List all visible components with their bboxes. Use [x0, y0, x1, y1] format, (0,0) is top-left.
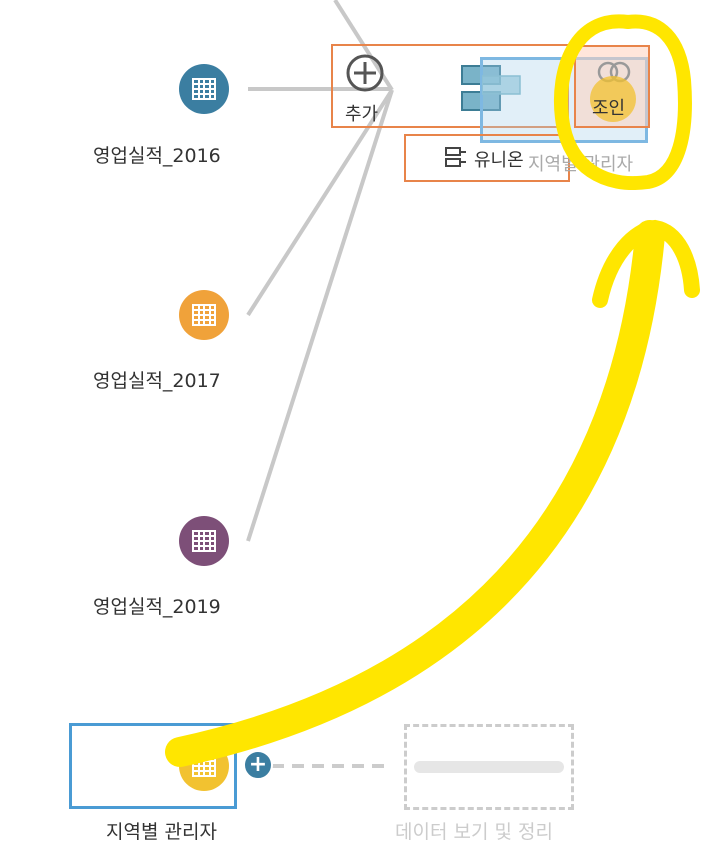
- table-icon: [192, 78, 216, 100]
- union-label: 유니온: [474, 150, 524, 171]
- data-source-node-2016[interactable]: [179, 64, 229, 114]
- data-source-node-2019[interactable]: [179, 516, 229, 566]
- drag-ghost-label: 지역별 관리자: [528, 154, 634, 175]
- plus-icon: +: [248, 752, 268, 777]
- drag-ghost-union-icon: [482, 75, 521, 95]
- table-icon: [192, 755, 216, 777]
- add-circle-icon: [346, 54, 384, 92]
- node-label-2019: 영업실적_2019: [93, 596, 221, 618]
- dragged-node-label: 지역별 관리자: [106, 821, 217, 843]
- add-label: 추가: [345, 104, 379, 125]
- dragged-node-icon: [179, 741, 229, 791]
- table-icon: [192, 304, 216, 326]
- next-step-label: 데이터 보기 및 정리: [395, 821, 553, 843]
- connector-2019: [246, 89, 394, 542]
- data-source-node-2017[interactable]: [179, 290, 229, 340]
- node-label-2016: 영업실적_2016: [93, 145, 221, 167]
- add-step-button[interactable]: +: [243, 750, 273, 780]
- next-step-placeholder-bar: [414, 761, 564, 773]
- union-small-icon: [445, 147, 466, 167]
- join-label: 조인: [592, 98, 626, 119]
- table-icon: [192, 530, 216, 552]
- node-label-2017: 영업실적_2017: [93, 370, 221, 392]
